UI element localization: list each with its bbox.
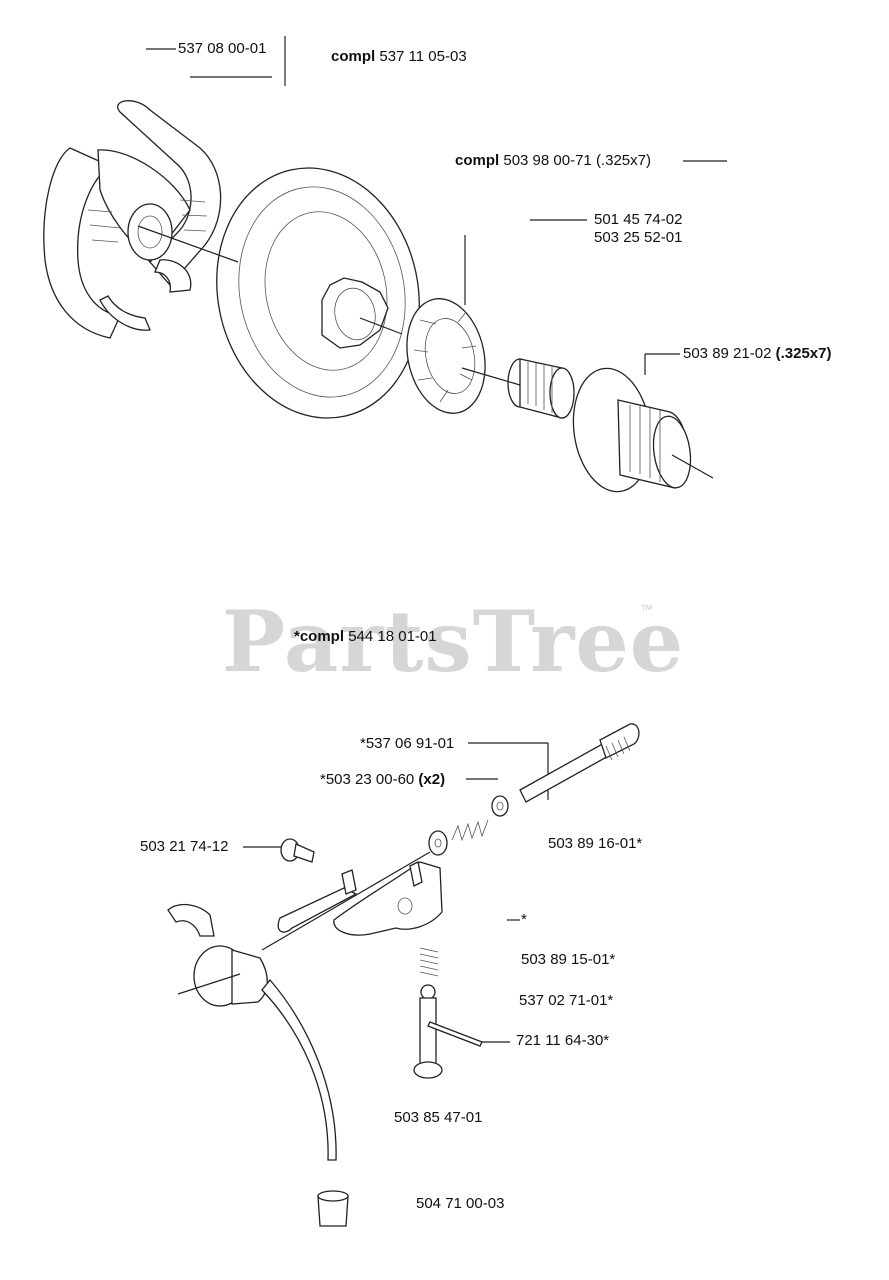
label-503-21-74-12: 503 21 74-12 <box>140 838 229 855</box>
leader-lines-bottom <box>243 742 549 1043</box>
rim-sprocket <box>406 298 486 414</box>
label-503-89-21-02: 503 89 21-02 (.325x7) <box>683 345 831 363</box>
label-number: 503 98 00-71 (.325x7) <box>503 152 651 169</box>
label-503-89-16-01: 503 89 16-01* <box>548 835 643 852</box>
clutch-shoe-assembly <box>43 100 222 339</box>
label-compl-537-11-05-03: compl 537 11 05-03 <box>331 48 467 66</box>
label-501-45-74-02: 501 45 74-02 <box>594 211 683 228</box>
screw <box>280 838 315 863</box>
label-537-08-00-01: 537 08 00-01 <box>178 40 267 57</box>
trademark-symbol: ™ <box>640 602 653 617</box>
oil-pump-bracket <box>261 851 443 951</box>
label-suffix: (.325x7) <box>775 345 832 362</box>
washers-spring <box>428 795 509 856</box>
label-537-06-91-01: *537 06 91-01 <box>360 735 455 752</box>
label-number: 544 18 01-01 <box>348 628 437 645</box>
label-compl-544-18-01-01: *compl 544 18 01-01 <box>294 628 437 646</box>
label-asterisk: * <box>521 911 527 928</box>
label-prefix: *compl <box>294 628 345 645</box>
centre-axis-top <box>137 225 714 479</box>
label-503-25-52-01: 503 25 52-01 <box>594 229 683 246</box>
clutch-drum <box>216 167 420 419</box>
leader-lines-top <box>146 36 727 375</box>
needle-bearing <box>507 358 575 419</box>
label-537-02-71-01: 537 02 71-01* <box>519 992 614 1009</box>
label-503-89-15-01: 503 89 15-01* <box>521 951 616 968</box>
watermark: PartsTree <box>222 592 685 691</box>
tensioner-screw <box>519 723 640 803</box>
label-number: 537 11 05-03 <box>379 48 467 65</box>
label-compl-503-98-00-71: compl 503 98 00-71 (.325x7) <box>455 152 651 170</box>
label-503-23-00-60: *503 23 00-60 (x2) <box>320 771 445 789</box>
drive-hub <box>572 367 692 493</box>
plunger-assembly <box>413 947 483 1079</box>
label-503-85-47-01: 503 85 47-01 <box>394 1109 483 1126</box>
label-number: *503 23 00-60 <box>320 771 415 788</box>
label-prefix: compl <box>331 48 376 65</box>
label-prefix: compl <box>455 152 500 169</box>
label-number: 503 89 21-02 <box>683 345 772 362</box>
oil-hose <box>167 903 349 1227</box>
label-721-11-64-30: 721 11 64-30* <box>516 1032 610 1049</box>
label-504-71-00-03: 504 71 00-03 <box>416 1195 505 1212</box>
label-suffix: (x2) <box>418 771 446 788</box>
